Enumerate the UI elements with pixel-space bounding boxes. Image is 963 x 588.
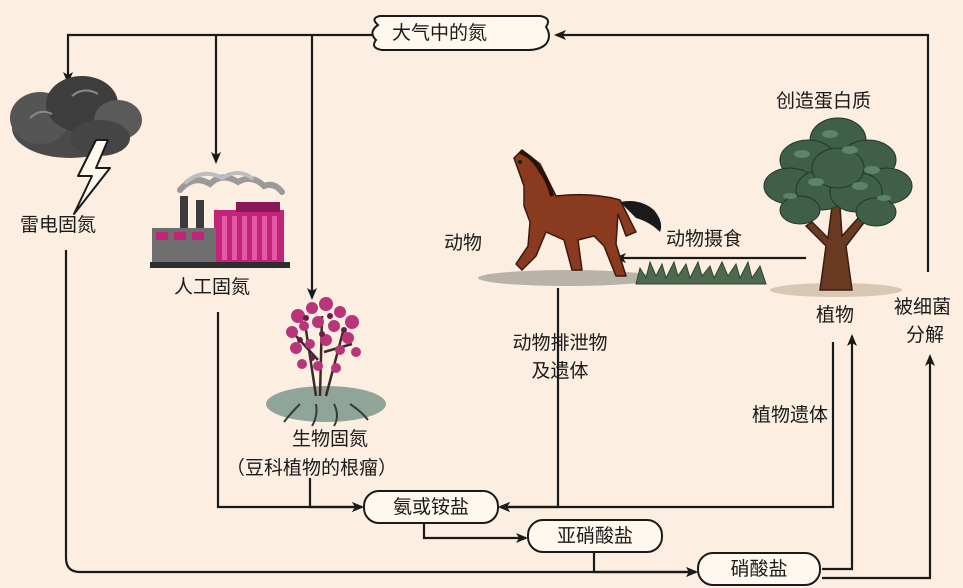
grass-icon xyxy=(635,260,767,285)
bacterial-decomposition-label-line1: 被细菌 xyxy=(894,296,952,318)
nitrite-label: 亚硝酸盐 xyxy=(556,525,633,547)
animal-waste-label-line1: 动物排泄物 xyxy=(512,332,608,354)
arrow-atmosphere-to-lightning xyxy=(63,33,372,84)
arrow-plant-remains-to-ammonia xyxy=(498,342,835,512)
lightning-fixation-label: 雷电固氮 xyxy=(20,214,97,236)
atmospheric-nitrogen-label: 大气中的氮 xyxy=(392,22,488,44)
plant-remains-label: 植物遗体 xyxy=(752,404,829,426)
animal-waste-label-line2: 及遗体 xyxy=(531,360,589,382)
protein-synthesis-label: 创造蛋白质 xyxy=(776,90,872,112)
biological-fixation-label: 生物固氮 xyxy=(291,428,368,450)
arrow-lightning-to-nitrate xyxy=(64,250,698,577)
lightning-bolt-icon xyxy=(73,139,111,215)
industrial-fixation-label: 人工固氮 xyxy=(174,276,251,298)
arrow-decomposition-to-atmosphere xyxy=(554,30,930,272)
biological-fixation-note: （豆科植物的根瘤） xyxy=(226,457,398,479)
nitrite-box xyxy=(527,519,663,553)
arrow-nitrate-to-plant xyxy=(822,334,857,571)
factory-icon xyxy=(150,171,290,268)
nitrate-label: 硝酸盐 xyxy=(730,558,788,580)
arrow-nitrate-to-decomposition xyxy=(822,354,935,580)
nitrate-box xyxy=(697,552,821,586)
arrow-animal-waste-to-ammonia xyxy=(498,288,560,512)
ammonia-label: 氨或铵盐 xyxy=(392,496,469,518)
arrow-industrial-to-ammonia xyxy=(216,312,364,512)
arrow-nitrite-to-nitrate xyxy=(592,553,698,577)
legume-plant-icon xyxy=(266,297,386,427)
arrow-biological-to-ammonia xyxy=(308,478,364,512)
animal-feeding-label: 动物摄食 xyxy=(666,228,743,250)
tree-icon xyxy=(763,117,913,297)
storm-cloud-icon xyxy=(10,76,142,158)
animal-label: 动物 xyxy=(444,232,483,254)
bacterial-decomposition-label-line2: 分解 xyxy=(906,324,945,346)
arrow-ammonia-to-nitrite xyxy=(422,524,528,543)
atmospheric-nitrogen-box xyxy=(371,15,550,51)
horse-icon xyxy=(478,149,662,286)
plant-label: 植物 xyxy=(816,304,855,326)
